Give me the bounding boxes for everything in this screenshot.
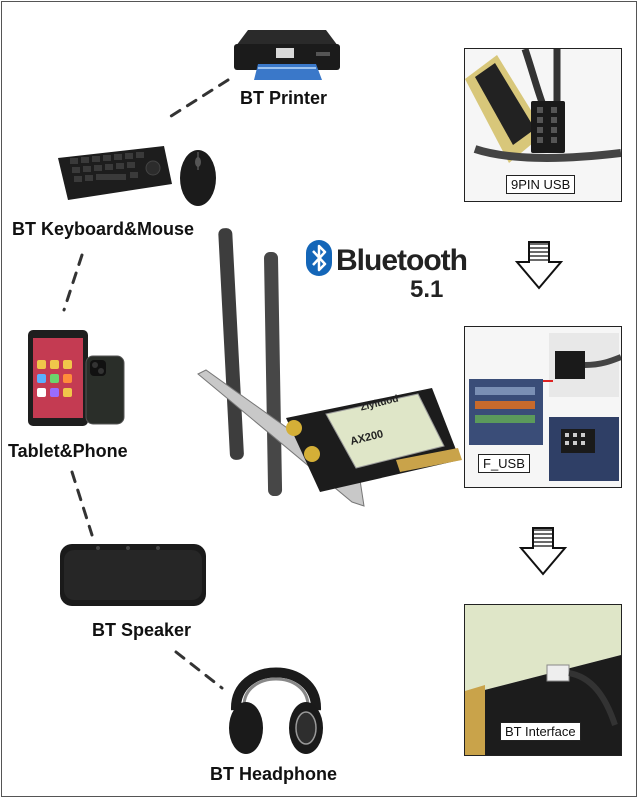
bluetooth-wordmark: Bluetooth <box>336 244 468 277</box>
speaker-icon <box>58 540 208 610</box>
step-photo-motherboard <box>464 326 622 488</box>
tablet-phone-icon <box>28 330 128 426</box>
down-arrow-icon <box>514 240 564 292</box>
device-label-headphone: BT Headphone <box>210 764 338 784</box>
bluetooth-icon <box>306 240 332 276</box>
step-caption-f-usb: F_USB <box>478 454 530 473</box>
device-label-speaker: BT Speaker <box>92 620 192 640</box>
device-label-keyboard-mouse: BT Keyboard&Mouse <box>12 219 195 239</box>
usb-header-cable-icon <box>465 49 621 163</box>
device-label-printer: BT Printer <box>240 88 328 108</box>
bluetooth-version: 5.1 <box>410 276 444 303</box>
device-label-tablet-phone: Tablet&Phone <box>8 441 128 461</box>
step-caption-bt-interface: BT Interface <box>500 722 581 741</box>
pcie-card-image <box>196 222 466 512</box>
motherboard-header-icon <box>469 333 621 481</box>
keyboard-mouse-icon <box>50 140 220 210</box>
headphone-icon <box>224 640 328 758</box>
down-arrow-icon <box>518 526 568 578</box>
printer-icon <box>228 24 346 84</box>
step-caption-9pin-usb: 9PIN USB <box>506 175 576 194</box>
